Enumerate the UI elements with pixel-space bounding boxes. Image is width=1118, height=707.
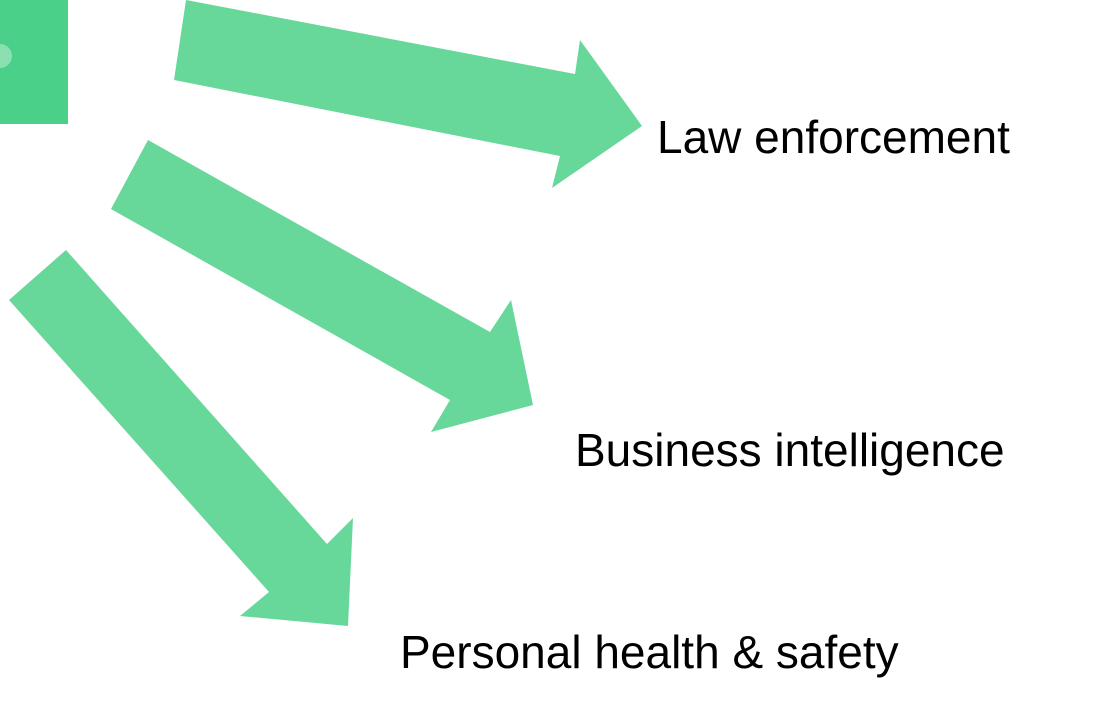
label-business-intelligence: Business intelligence	[575, 424, 1005, 476]
arrow-law-enforcement	[174, 0, 642, 188]
arrow-business-intelligence	[111, 140, 533, 432]
source-block	[0, 0, 68, 124]
label-personal-health-safety: Personal health & safety	[400, 626, 899, 678]
label-law-enforcement: Law enforcement	[657, 111, 1010, 163]
arrow-personal-health-safety	[9, 250, 353, 626]
